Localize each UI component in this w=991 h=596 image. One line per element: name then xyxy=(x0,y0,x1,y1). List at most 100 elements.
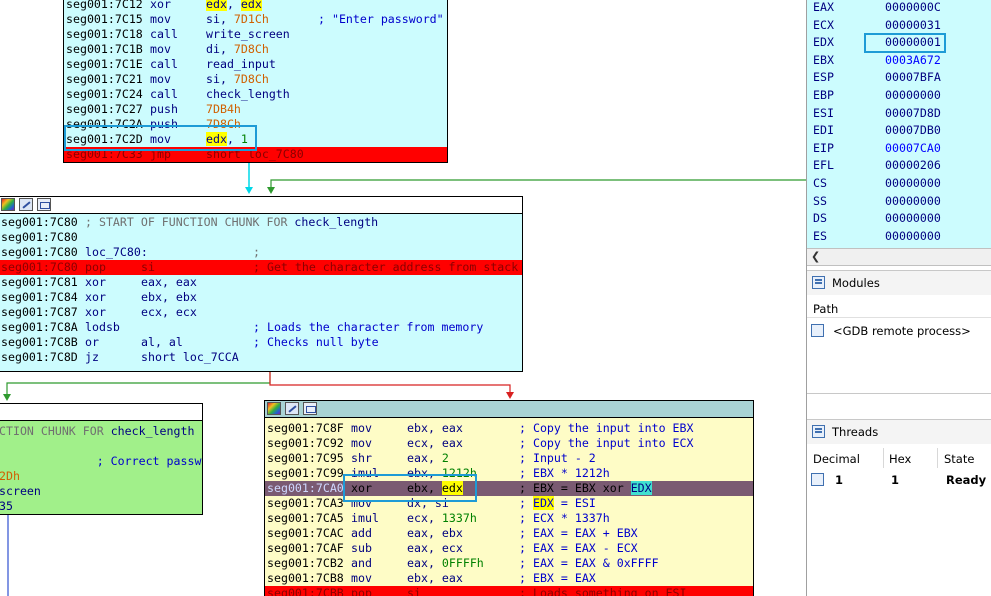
asm-comment: ; EAX = EAX + EBX xyxy=(519,526,638,540)
threads-column-hex[interactable]: Hex xyxy=(889,452,912,466)
asm-operands: di, 7D8Ch xyxy=(206,42,269,56)
threads-column-state[interactable]: State xyxy=(944,452,975,466)
register-value[interactable]: 00000000 xyxy=(885,193,941,208)
register-value[interactable]: 00007DB0 xyxy=(885,123,941,138)
threads-pane[interactable]: Decimal Hex State 1 1 Ready xyxy=(807,444,991,596)
asm-operands: si, 7D1Ch xyxy=(206,12,269,26)
register-value[interactable]: 00000001 xyxy=(885,35,941,50)
register-value[interactable]: 00000031 xyxy=(885,17,941,32)
asm-operands: 7D8Ch xyxy=(206,117,241,131)
modules-column-path[interactable]: Path xyxy=(813,302,839,316)
threads-column-decimal[interactable]: Decimal xyxy=(813,452,860,466)
threads-pane-title[interactable]: Threads xyxy=(807,419,991,445)
register-row-ebx[interactable]: EBX 0003A672 xyxy=(813,52,983,69)
modules-pane-title[interactable]: Modules xyxy=(807,270,991,296)
asm-operands: ebx, ebx xyxy=(141,290,197,304)
color-palette-icon[interactable] xyxy=(267,402,281,415)
register-row-ss[interactable]: SS 00000000 xyxy=(813,193,983,210)
edit-pencil-icon[interactable] xyxy=(285,402,299,415)
register-name: SS xyxy=(813,193,827,208)
column-divider[interactable] xyxy=(883,448,884,468)
asm-operands: ecx, ecx xyxy=(141,305,197,319)
color-palette-icon[interactable] xyxy=(1,198,15,211)
asm-line[interactable]: seg001:7C80; START OF FUNCTION CHUNK FOR… xyxy=(0,215,522,230)
register-name: EBX xyxy=(813,52,834,67)
register-value[interactable]: 00000206 xyxy=(885,158,941,173)
register-value[interactable]: 00007BFA xyxy=(885,70,941,85)
register-value[interactable]: 00000000 xyxy=(885,176,941,190)
registers-horizontal-scrollbar[interactable]: ❮ xyxy=(807,248,991,266)
module-row[interactable]: <GDB remote process> xyxy=(811,323,989,339)
register-value[interactable]: 00007CA0 xyxy=(885,140,941,155)
register-value[interactable]: 00000000 xyxy=(885,228,941,243)
asm-fragment: ; Correct password! xyxy=(96,454,202,468)
asm-line[interactable]: seg001:7C80 xyxy=(0,230,522,245)
column-divider[interactable] xyxy=(937,448,938,468)
graph-overview-icon[interactable] xyxy=(37,198,51,211)
register-value[interactable]: 00000000 xyxy=(885,211,941,226)
code-block-check-length[interactable]: seg001:7C80; START OF FUNCTION CHUNK FOR… xyxy=(0,196,523,372)
register-value[interactable]: 00000000 xyxy=(885,88,941,102)
register-value[interactable]: 0003A672 xyxy=(885,52,941,67)
modules-pane[interactable]: Path <GDB remote process> xyxy=(807,295,991,394)
edit-pencil-icon[interactable] xyxy=(19,198,33,211)
chevron-left-icon[interactable]: ❮ xyxy=(811,250,821,263)
graph-overview-icon[interactable] xyxy=(303,402,317,415)
register-value[interactable]: 00000000 xyxy=(885,245,941,248)
asm-comment: ; ECX * 1337h xyxy=(519,511,610,525)
asm-comment: ; EBX = EAX xyxy=(519,571,596,585)
code-block-correct[interactable]: CTION CHUNK FOR check_length ; Correct p… xyxy=(0,403,203,515)
register-value[interactable]: 0000000C xyxy=(885,0,941,14)
register-row-fs[interactable]: FS00000000 xyxy=(813,245,983,248)
register-name: EIP xyxy=(813,140,834,155)
register-row-eip[interactable]: EIP 00007CA0 xyxy=(813,140,983,157)
thread-row[interactable]: 1 1 Ready xyxy=(811,472,989,488)
register-value[interactable]: 00007D8D xyxy=(885,105,941,120)
